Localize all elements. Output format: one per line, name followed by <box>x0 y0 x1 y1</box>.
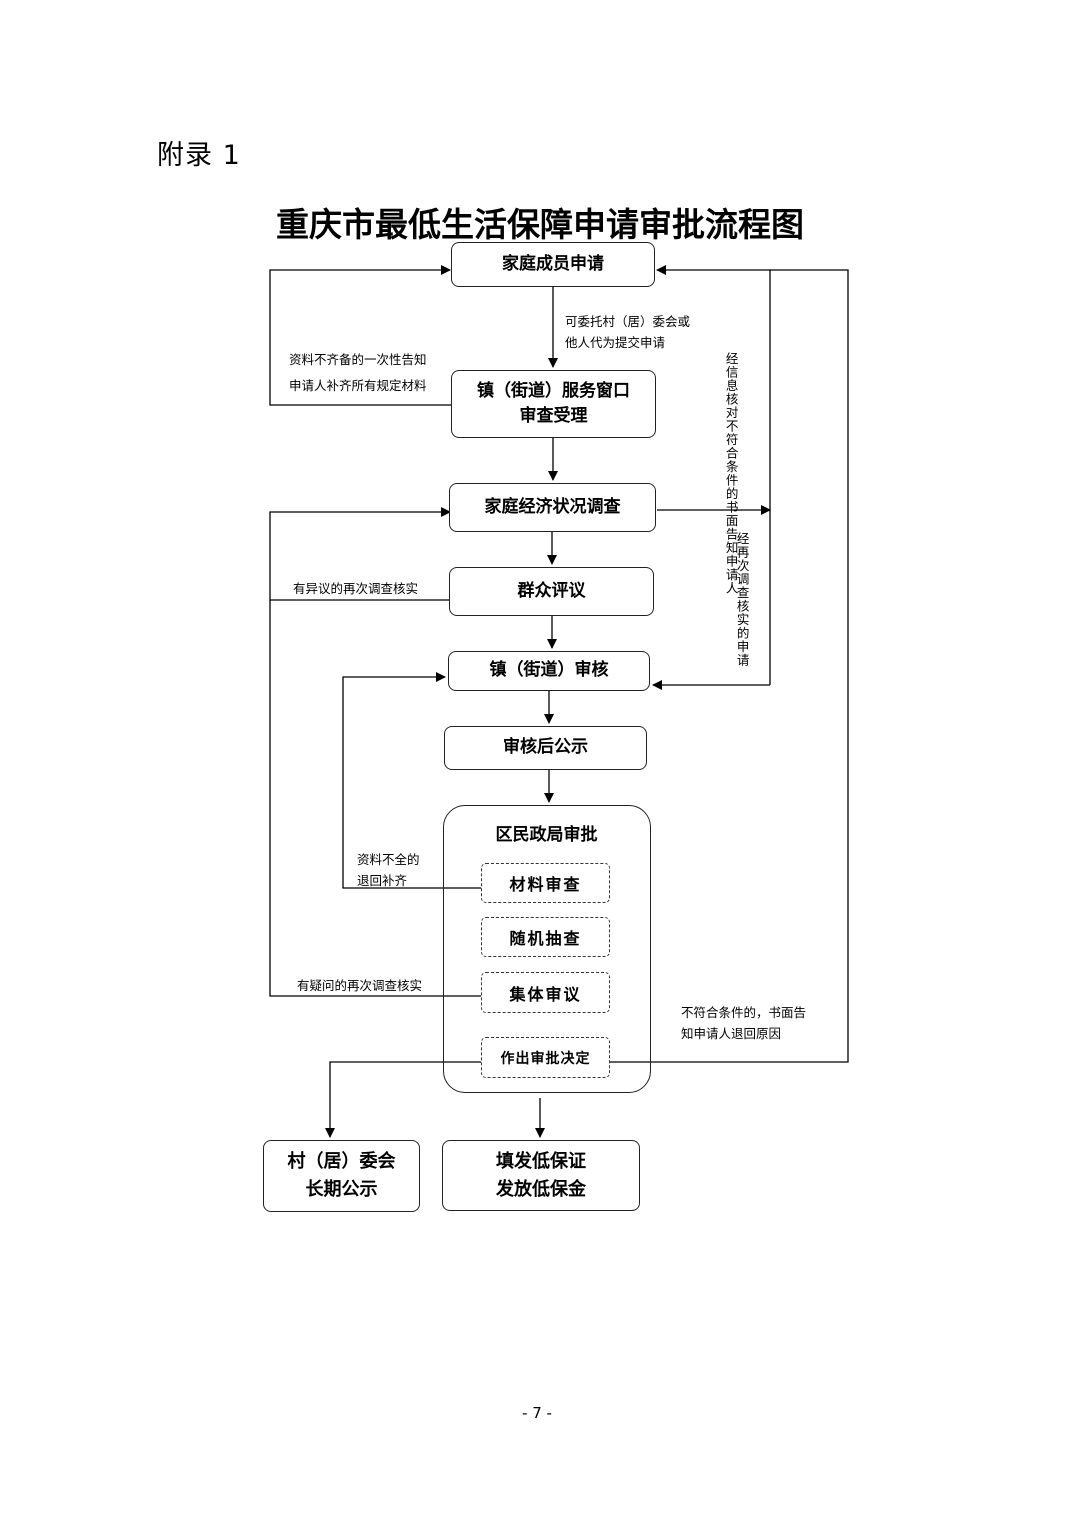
node-publicity: 审核后公示 <box>444 726 647 770</box>
node-review-label: 群众评议 <box>517 580 586 601</box>
node-town-audit: 镇（街道）审核 <box>448 651 650 691</box>
node-issue-allowance-line2: 发放低保金 <box>496 1178 586 1200</box>
note-info-check-col2: 件的书面告知申请人 <box>723 473 739 596</box>
note-reject-line1: 不符合条件的，书面告 <box>681 1005 807 1020</box>
node-publicity-label: 审核后公示 <box>503 737 588 758</box>
note-objection: 有异议的再次调查核实 <box>293 579 418 600</box>
note-reject-line2: 知申请人退回原因 <box>681 1025 782 1041</box>
node-service-window-line2: 审查受理 <box>519 406 588 426</box>
page-title: 重庆市最低生活保障申请审批流程图 <box>276 205 804 244</box>
note-info-check-col1: 经信息核对不符合条 <box>723 352 739 474</box>
node-apply-label: 家庭成员申请 <box>502 253 604 274</box>
step-decision: 作出审批决定 <box>481 1037 610 1078</box>
step-material-review: 材料审查 <box>481 863 610 903</box>
note-incomplete: 资料不齐备的一次性告知 申请人补齐所有规定材料 <box>289 347 427 400</box>
step-decision-label: 作出审批决定 <box>500 1050 591 1067</box>
note-info-check: 经信息核对不符合条件的书面告知申请人 <box>723 352 739 595</box>
node-village-publicity-line1: 村（居）委会 <box>287 1151 396 1173</box>
step-random-check: 随机抽查 <box>481 917 610 957</box>
note-incomplete-line2: 申请人补齐所有规定材料 <box>289 378 427 394</box>
page-number: - 7 - <box>522 1404 552 1422</box>
node-town-audit-label: 镇（街道）审核 <box>489 660 609 681</box>
node-village-publicity: 村（居）委会 长期公示 <box>263 1140 420 1212</box>
note-return: 资料不全的 退回补齐 <box>357 850 420 891</box>
note-doubt-text: 有疑问的再次调查核实 <box>297 978 423 993</box>
node-review: 群众评议 <box>449 567 654 616</box>
note-doubt: 有疑问的再次调查核实 <box>297 976 422 997</box>
note-recheck-text: 经再次调查核实的申请 <box>734 532 750 667</box>
note-entrust-line2: 他人代为提交申请 <box>565 334 666 350</box>
note-entrust-line1: 可委托村（居）委会或 <box>565 314 691 329</box>
loop-reject <box>610 269 849 1063</box>
note-return-line1: 资料不全的 <box>357 852 420 867</box>
appendix-label: 附录 1 <box>157 140 241 171</box>
node-service-window-line1: 镇（街道）服务窗口 <box>477 380 630 401</box>
note-incomplete-line1: 资料不齐备的一次性告知 <box>289 352 427 367</box>
arrow-decision-village <box>325 1061 481 1138</box>
node-district-approval-title: 区民政局审批 <box>495 825 598 845</box>
note-entrust: 可委托村（居）委会或 他人代为提交申请 <box>565 312 690 353</box>
node-issue-allowance-line1: 填发低保证 <box>496 1150 586 1172</box>
loop-incomplete <box>269 265 451 406</box>
node-village-publicity-line2: 长期公示 <box>305 1179 378 1200</box>
loop-doubt <box>269 600 481 997</box>
node-service-window: 镇（街道）服务窗口 审查受理 <box>451 370 656 438</box>
note-recheck: 经再次调查核实的申请 <box>734 532 750 682</box>
node-survey-label: 家庭经济状况调查 <box>484 496 621 517</box>
step-material-review-label: 材料审查 <box>509 875 582 894</box>
node-issue-allowance: 填发低保证 发放低保金 <box>442 1140 640 1211</box>
node-district-approval <box>443 805 651 1093</box>
note-reject: 不符合条件的，书面告 知申请人退回原因 <box>681 1003 806 1044</box>
node-survey: 家庭经济状况调查 <box>449 483 656 532</box>
step-collective-review-label: 集体审议 <box>509 984 582 1004</box>
loop-objection <box>269 507 451 601</box>
step-random-check-label: 随机抽查 <box>509 929 582 948</box>
node-apply: 家庭成员申请 <box>451 242 655 287</box>
step-collective-review: 集体审议 <box>481 972 610 1013</box>
note-objection-text: 有异议的再次调查核实 <box>293 581 419 596</box>
note-return-line2: 退回补齐 <box>357 872 408 888</box>
loop-return <box>342 672 481 889</box>
